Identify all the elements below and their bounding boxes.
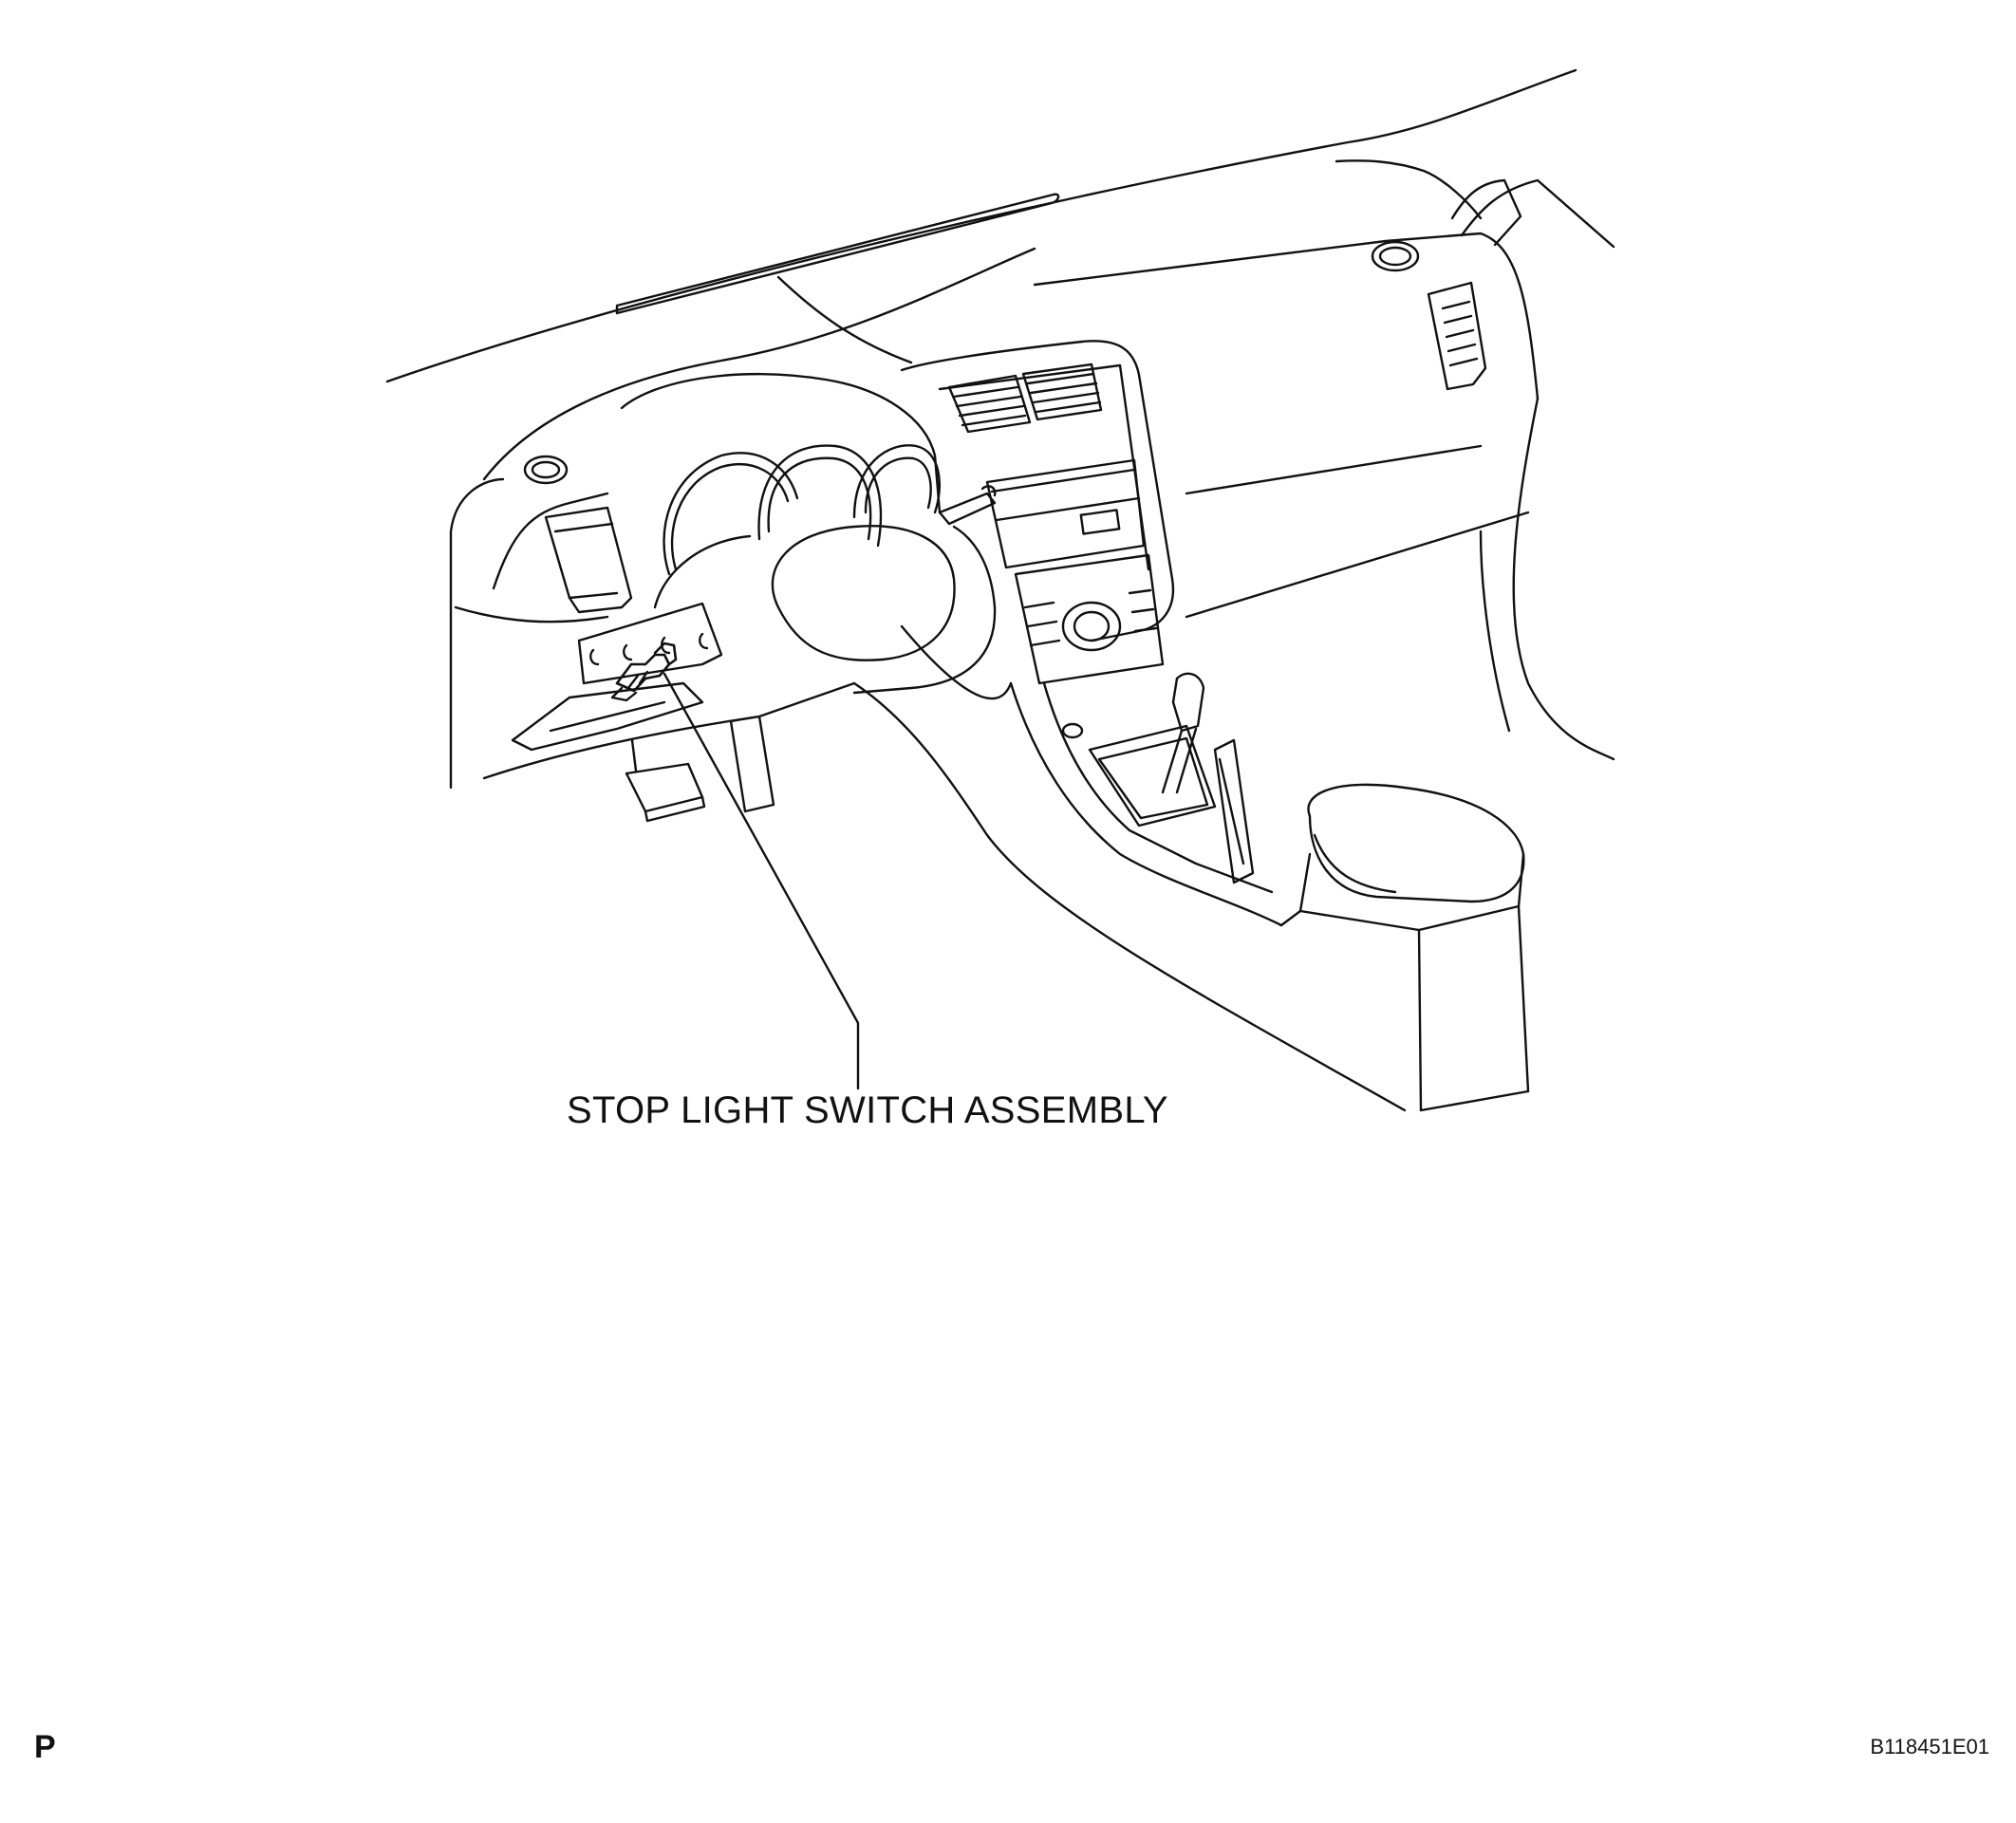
climate-panel bbox=[1014, 553, 1165, 685]
shifter-gate bbox=[1088, 724, 1217, 828]
gauge-right-inner bbox=[864, 456, 932, 514]
brake-pedal bbox=[625, 762, 704, 813]
callout-leader-line bbox=[663, 672, 860, 1090]
steering-column bbox=[938, 492, 997, 526]
knee-bolster bbox=[511, 681, 704, 752]
center-stack-inner bbox=[938, 363, 1150, 571]
right-pillar bbox=[1460, 178, 1615, 249]
console-bottom bbox=[1419, 1089, 1530, 1112]
dash-center-lower bbox=[900, 624, 1013, 700]
lower-dash-panel bbox=[577, 602, 723, 685]
cupholder-icon bbox=[1061, 722, 1084, 739]
shift-lever bbox=[1161, 727, 1198, 794]
stop-light-switch-icon bbox=[610, 642, 678, 702]
dash-upper-right bbox=[1033, 232, 1540, 400]
steering-wheel-hub bbox=[771, 525, 956, 661]
windshield-base-line bbox=[385, 68, 1577, 383]
parking-brake bbox=[1213, 738, 1255, 884]
dash-upper-crease bbox=[776, 275, 913, 364]
steering-wheel-rim bbox=[653, 525, 997, 695]
defroster-slot bbox=[615, 193, 1060, 315]
accelerator-pedal bbox=[729, 715, 775, 813]
gauge-center bbox=[757, 444, 883, 548]
right-pillar-inner bbox=[1450, 178, 1522, 247]
gauge-left-inner bbox=[670, 463, 790, 571]
shift-knob bbox=[1171, 672, 1205, 733]
dash-left-lower bbox=[454, 605, 609, 623]
dash-upper-left bbox=[482, 247, 1036, 481]
armrest-lid bbox=[1307, 783, 1525, 903]
gauge-right bbox=[852, 444, 942, 519]
climate-knob bbox=[1061, 601, 1122, 652]
right-vent-icon bbox=[1371, 240, 1420, 272]
left-vent-icon bbox=[523, 455, 569, 485]
console-left-edge bbox=[1009, 681, 1283, 927]
floor-line bbox=[852, 681, 1407, 1112]
dash-right-bottom bbox=[1479, 530, 1511, 733]
radio-display bbox=[1079, 509, 1121, 535]
console-trim bbox=[1042, 681, 1274, 894]
page-mark: P bbox=[34, 1729, 56, 1765]
figure-id: B118451E01 bbox=[1870, 1735, 1989, 1758]
dash-right-edge bbox=[1512, 397, 1615, 761]
dash-lower-curve bbox=[482, 681, 856, 780]
gauge-left bbox=[663, 452, 799, 576]
center-stack-outline bbox=[900, 340, 1175, 642]
dash-lower-right bbox=[1185, 511, 1530, 619]
dash-left-side bbox=[449, 477, 505, 790]
gauge-center-inner bbox=[767, 456, 872, 541]
dash-left-panel bbox=[492, 492, 609, 590]
radio-unit bbox=[985, 458, 1146, 569]
center-vent-left bbox=[947, 374, 1032, 434]
dash-mid-line bbox=[1185, 444, 1483, 495]
center-vent-right bbox=[1021, 363, 1103, 421]
cluster-hood bbox=[620, 372, 942, 514]
callout-label: STOP LIGHT SWITCH ASSEMBLY bbox=[567, 1089, 1168, 1131]
side-vent-icon bbox=[1427, 281, 1487, 391]
